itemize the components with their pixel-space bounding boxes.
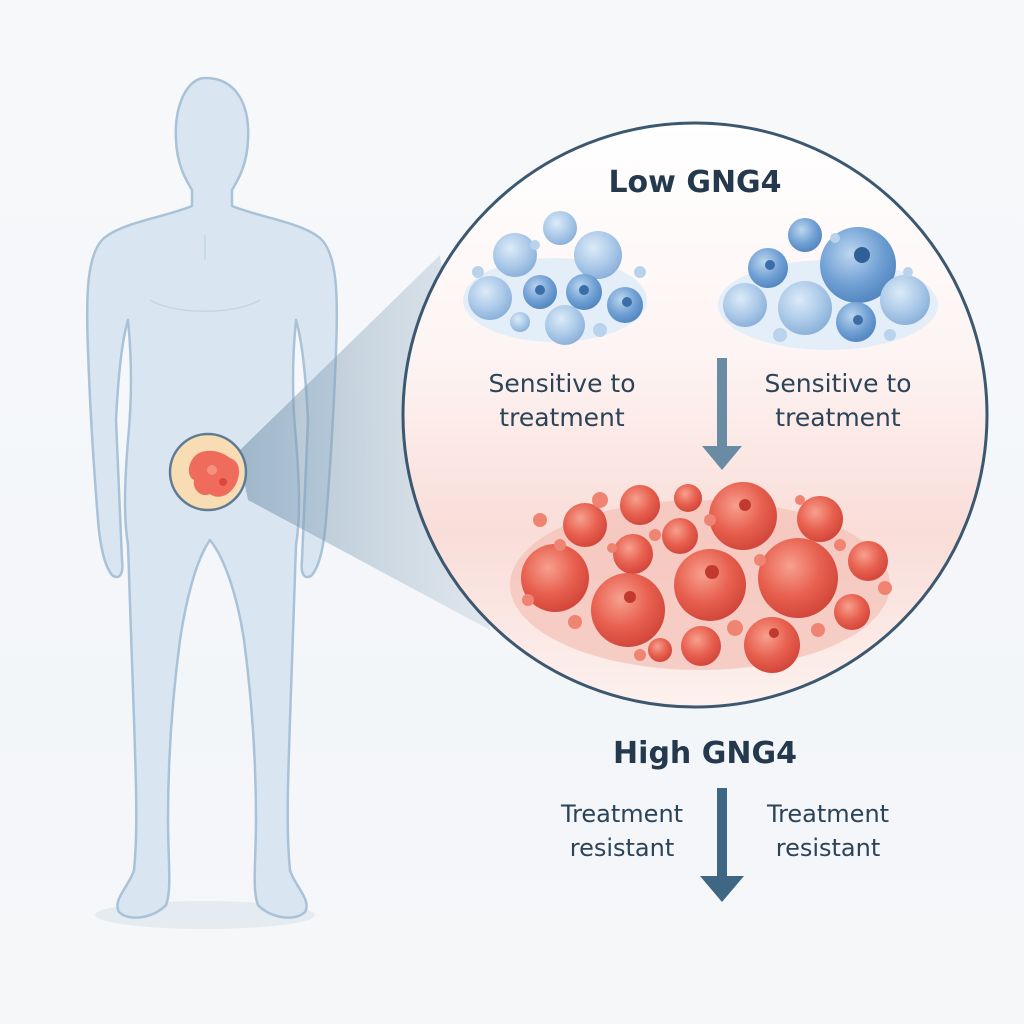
tumor-site <box>168 432 248 512</box>
low-right-label-line2: treatment <box>775 403 901 432</box>
low-left-label-line1: Sensitive to <box>488 369 635 398</box>
high-gng4-title: High GNG4 <box>613 736 797 771</box>
magnifier-border <box>401 121 989 709</box>
high-left-label-line2: resistant <box>570 834 675 862</box>
down-arrow-icon <box>700 788 744 902</box>
low-gng4-title: Low GNG4 <box>608 165 781 200</box>
high-left-label-line1: Treatment <box>560 800 683 828</box>
magnified-view: Low GNG4 Sensitive to treatment Sensitiv… <box>401 121 989 709</box>
down-arrow-icon <box>702 358 742 470</box>
sensitive-cell-cluster-right <box>718 218 938 350</box>
low-left-label-line2: treatment <box>499 403 625 432</box>
sensitive-cell-cluster-left <box>463 211 647 345</box>
resistant-cell-mass <box>510 482 892 673</box>
high-right-label-line1: Treatment <box>766 800 889 828</box>
low-right-label-line1: Sensitive to <box>764 369 911 398</box>
high-right-label-line2: resistant <box>776 834 881 862</box>
